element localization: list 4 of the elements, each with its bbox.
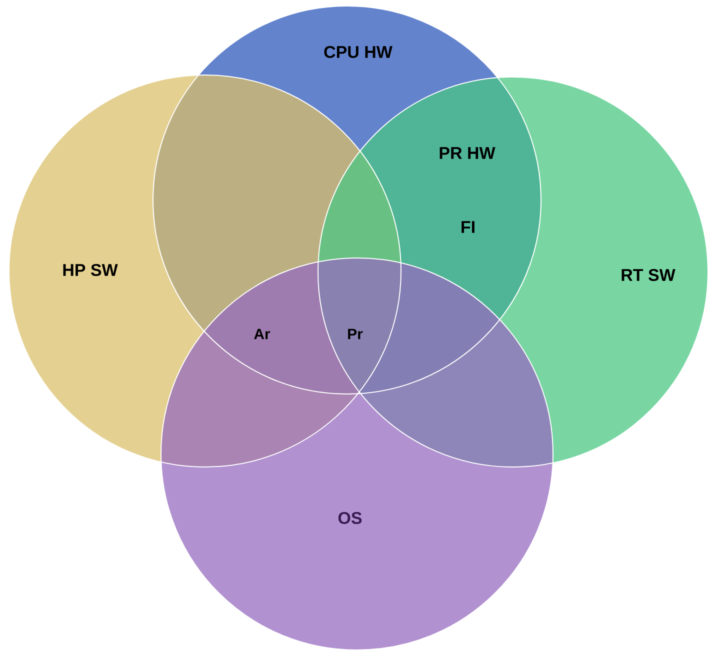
- region-label: FI: [462, 221, 474, 233]
- region-label: Pr: [348, 328, 363, 340]
- region-label: Ar: [254, 328, 270, 340]
- region-label: PR HW: [440, 147, 496, 159]
